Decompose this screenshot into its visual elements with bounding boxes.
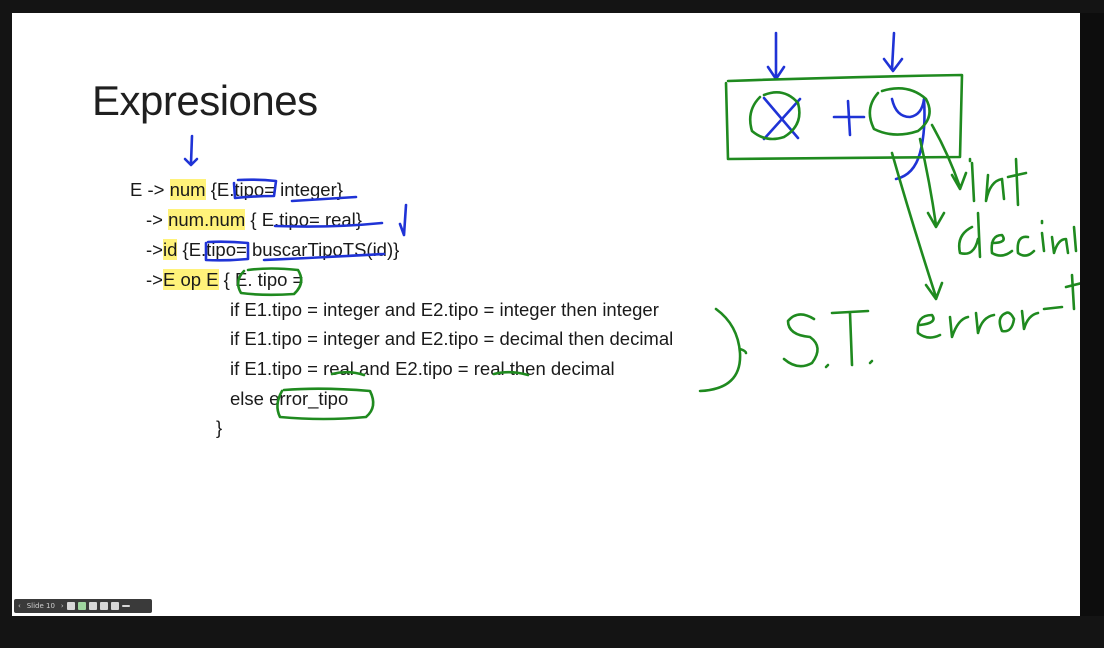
plus-sign [832,99,866,137]
circle-x [748,91,801,141]
more-icon[interactable] [121,605,130,607]
grammar-rest: { E. tipo = [218,269,304,290]
slides-icon[interactable] [88,602,97,610]
handwriting-decimal [957,211,1078,259]
var-y [890,97,926,181]
brace-right [698,307,748,393]
prev-slide-button[interactable]: ‹ [18,602,21,610]
grammar-prefix: -> [146,269,163,290]
slide-canvas: Expresiones E -> num {E.tipo= integer} -… [12,13,1080,616]
tick-mark [398,203,408,237]
slide-indicator: Slide 10 [26,602,55,610]
grammar-highlight: E op E [162,269,219,290]
down-arrow-icon [183,134,199,167]
box-expression [724,73,964,161]
grammar-prefix: E -> [130,179,170,200]
grammar-highlight: id [162,239,178,260]
circle-y [868,87,931,136]
grammar-line-1: E -> num {E.tipo= integer} [130,179,343,201]
grammar-line-3: ->id {E.tipo= buscarTipoTS(id)} [146,239,399,261]
grammar-highlight: num [169,179,206,200]
grammar-rest: { E.tipo= real} [245,209,362,230]
grammar-prefix: -> [146,209,169,230]
var-x [762,96,802,141]
grammar-prefix: -> [146,239,163,260]
closing-brace: } [216,417,223,438]
handwriting-error-tipo [916,273,1080,339]
arrow-y-icon [882,31,904,73]
grammar-line-4: ->E op E { E. tipo = [146,269,303,291]
arrow-x-icon [766,31,786,81]
grammar-highlight: num.num [168,209,246,230]
grammar-line-2: -> num.num { E.tipo= real} [146,209,362,231]
condition-line-3: if E1.tipo = real and E2.tipo = real the… [230,358,615,379]
monitor-icon[interactable] [99,602,108,610]
arrow-int-icon [930,123,968,191]
zoom-icon[interactable] [110,602,119,610]
window-border [1080,13,1104,616]
presenter-toolbar: ‹ Slide 10 › [14,599,152,613]
handwriting-int [968,157,1028,207]
grammar-rest: {E.tipo= integer} [205,179,343,200]
next-slide-button[interactable]: › [60,602,64,610]
handwriting-st [782,309,874,369]
condition-line-4: else error_tipo [230,388,349,409]
arrow-error-icon [890,151,944,301]
slide-title: Expresiones [92,77,318,124]
pen-icon[interactable] [77,602,86,610]
grammar-rest: {E.tipo= buscarTipoTS(id)} [177,239,400,260]
arrow-decimal-icon [918,137,946,229]
grid-icon[interactable] [66,602,75,610]
condition-line-2: if E1.tipo = integer and E2.tipo = decim… [230,328,674,349]
condition-line-1: if E1.tipo = integer and E2.tipo = integ… [230,299,659,320]
